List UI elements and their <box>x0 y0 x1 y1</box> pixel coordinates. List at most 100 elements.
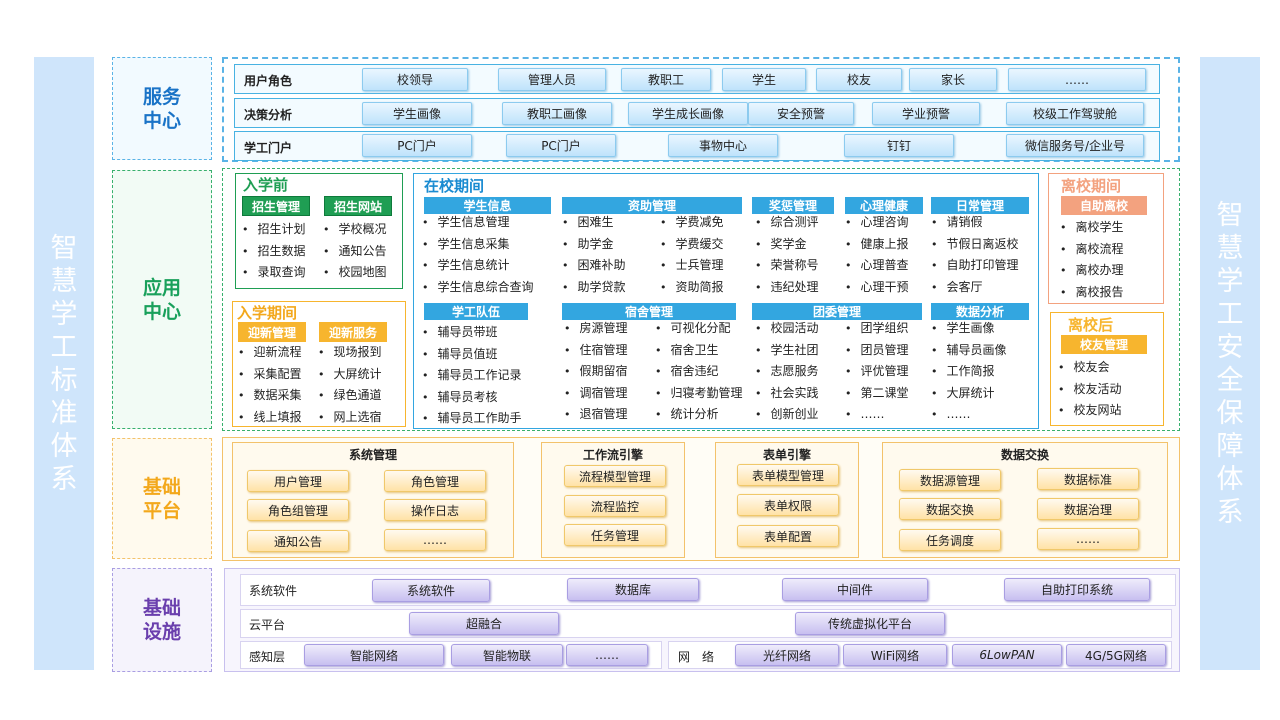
list-item[interactable]: 归寝考勤管理 <box>655 383 743 405</box>
operation-log-button[interactable]: 操作日志 <box>384 499 486 521</box>
list-item[interactable]: 辅导员值班 <box>422 344 522 366</box>
list-item[interactable]: 离校流程 <box>1060 239 1124 261</box>
list-item[interactable]: 社会实践 <box>755 383 819 405</box>
alumni-management-header[interactable]: 校友管理 <box>1061 335 1147 354</box>
list-item[interactable]: 校园地图 <box>323 262 387 284</box>
list-item[interactable]: 网上选宿 <box>318 407 382 429</box>
list-item[interactable]: 节假日离返校 <box>931 234 1019 256</box>
hyperconverged-button[interactable]: 超融合 <box>409 612 559 635</box>
list-item[interactable]: 学费减免 <box>660 212 724 234</box>
affairs-center-button[interactable]: 事物中心 <box>668 134 778 157</box>
list-item[interactable]: 学生信息统计 <box>422 255 534 277</box>
role-staff[interactable]: 教职工 <box>621 68 711 91</box>
data-analysis-header[interactable]: 数据分析 <box>931 303 1029 320</box>
cockpit-button[interactable]: 校级工作驾驶舱 <box>1006 102 1144 125</box>
mental-health-header[interactable]: 心理健康 <box>845 197 923 214</box>
exchange-more-button[interactable]: …… <box>1037 528 1139 550</box>
list-item[interactable]: …… <box>931 404 1007 426</box>
list-item[interactable]: 房源管理 <box>564 318 628 340</box>
fiber-network-button[interactable]: 光纤网络 <box>735 644 839 666</box>
list-item[interactable]: 学生画像 <box>931 318 1007 340</box>
task-schedule-button[interactable]: 任务调度 <box>899 529 1001 551</box>
growth-portrait-button[interactable]: 学生成长画像 <box>628 102 748 125</box>
list-item[interactable]: 辅导员带班 <box>422 322 522 344</box>
role-parent[interactable]: 家长 <box>909 68 997 91</box>
list-item[interactable]: 校友会 <box>1058 357 1122 379</box>
list-item[interactable]: 团学组织 <box>845 318 909 340</box>
data-governance-button[interactable]: 数据治理 <box>1037 498 1139 520</box>
notice-button[interactable]: 通知公告 <box>247 530 349 552</box>
list-item[interactable]: 校园活动 <box>755 318 819 340</box>
list-item[interactable]: 迎新流程 <box>238 342 302 364</box>
list-item[interactable]: 学生信息综合查询 <box>422 277 534 299</box>
list-item[interactable]: 心理干预 <box>845 277 909 299</box>
list-item[interactable]: 工作简报 <box>931 361 1007 383</box>
list-item[interactable]: 自助打印管理 <box>931 255 1019 277</box>
award-management-header[interactable]: 奖惩管理 <box>752 197 834 214</box>
data-exchange-button[interactable]: 数据交换 <box>899 498 1001 520</box>
list-item[interactable]: 学费缓交 <box>660 234 724 256</box>
virtualization-button[interactable]: 传统虚拟化平台 <box>795 612 945 635</box>
list-item[interactable]: 离校办理 <box>1060 260 1124 282</box>
list-item[interactable]: 辅导员工作记录 <box>422 365 522 387</box>
counselor-team-header[interactable]: 学工队伍 <box>424 303 528 320</box>
role-administrator[interactable]: 管理人员 <box>498 68 606 91</box>
list-item[interactable]: 住宿管理 <box>564 340 628 362</box>
sensing-more-button[interactable]: …… <box>566 644 648 666</box>
list-item[interactable]: 资助简报 <box>660 277 724 299</box>
data-standard-button[interactable]: 数据标准 <box>1037 468 1139 490</box>
league-management-header[interactable]: 团委管理 <box>752 303 922 320</box>
staff-portrait-button[interactable]: 教职工画像 <box>502 102 612 125</box>
daily-management-header[interactable]: 日常管理 <box>931 197 1029 214</box>
list-item[interactable]: 假期留宿 <box>564 361 628 383</box>
list-item[interactable]: 学生社团 <box>755 340 819 362</box>
list-item[interactable]: 辅导员考核 <box>422 387 522 409</box>
aid-management-header[interactable]: 资助管理 <box>562 197 742 214</box>
list-item[interactable]: 辅导员工作助手 <box>422 408 522 430</box>
form-config-button[interactable]: 表单配置 <box>737 525 839 547</box>
list-item[interactable]: 团员管理 <box>845 340 909 362</box>
academic-warning-button[interactable]: 学业预警 <box>872 102 980 125</box>
form-model-button[interactable]: 表单模型管理 <box>737 464 839 486</box>
user-management-button[interactable]: 用户管理 <box>247 470 349 492</box>
list-item[interactable]: 离校报告 <box>1060 282 1124 304</box>
list-item[interactable]: 评优管理 <box>845 361 909 383</box>
list-item[interactable]: 心理咨询 <box>845 212 909 234</box>
list-item[interactable]: 心理普查 <box>845 255 909 277</box>
dorm-management-header[interactable]: 宿舍管理 <box>562 303 736 320</box>
list-item[interactable]: 士兵管理 <box>660 255 724 277</box>
list-item[interactable]: 违纪处理 <box>755 277 819 299</box>
admissions-website-header[interactable]: 招生网站 <box>324 196 392 216</box>
list-item[interactable]: 招生计划 <box>242 219 306 241</box>
list-item[interactable]: 宿舍卫生 <box>655 340 743 362</box>
database-button[interactable]: 数据库 <box>567 578 699 601</box>
list-item[interactable]: 采集配置 <box>238 364 302 386</box>
role-more[interactable]: …… <box>1008 68 1146 91</box>
list-item[interactable]: 校友网站 <box>1058 400 1122 422</box>
list-item[interactable]: 通知公告 <box>323 241 387 263</box>
dingtalk-button[interactable]: 钉钉 <box>844 134 954 157</box>
list-item[interactable]: 绿色通道 <box>318 385 382 407</box>
list-item[interactable]: 数据采集 <box>238 385 302 407</box>
self-print-system-button[interactable]: 自助打印系统 <box>1004 578 1150 601</box>
list-item[interactable]: 第二课堂 <box>845 383 909 405</box>
list-item[interactable]: 宿舍违纪 <box>655 361 743 383</box>
list-item[interactable]: 困难补助 <box>562 255 626 277</box>
process-monitor-button[interactable]: 流程监控 <box>564 495 666 517</box>
list-item[interactable]: 退宿管理 <box>564 404 628 426</box>
smart-iot-button[interactable]: 智能物联 <box>451 644 563 666</box>
form-permission-button[interactable]: 表单权限 <box>737 494 839 516</box>
safety-warning-button[interactable]: 安全预警 <box>748 102 854 125</box>
list-item[interactable]: 健康上报 <box>845 234 909 256</box>
smart-network-button[interactable]: 智能网络 <box>304 644 444 666</box>
admissions-management-header[interactable]: 招生管理 <box>242 196 310 216</box>
list-item[interactable]: 学校概况 <box>323 219 387 241</box>
list-item[interactable]: 请销假 <box>931 212 1019 234</box>
list-item[interactable]: 现场报到 <box>318 342 382 364</box>
pc-portal-button-2[interactable]: PC门户 <box>506 134 616 157</box>
role-group-button[interactable]: 角色组管理 <box>247 499 349 521</box>
list-item[interactable]: 大屏统计 <box>318 364 382 386</box>
list-item[interactable]: 录取查询 <box>242 262 306 284</box>
list-item[interactable]: 困难生 <box>562 212 626 234</box>
task-management-button[interactable]: 任务管理 <box>564 524 666 546</box>
